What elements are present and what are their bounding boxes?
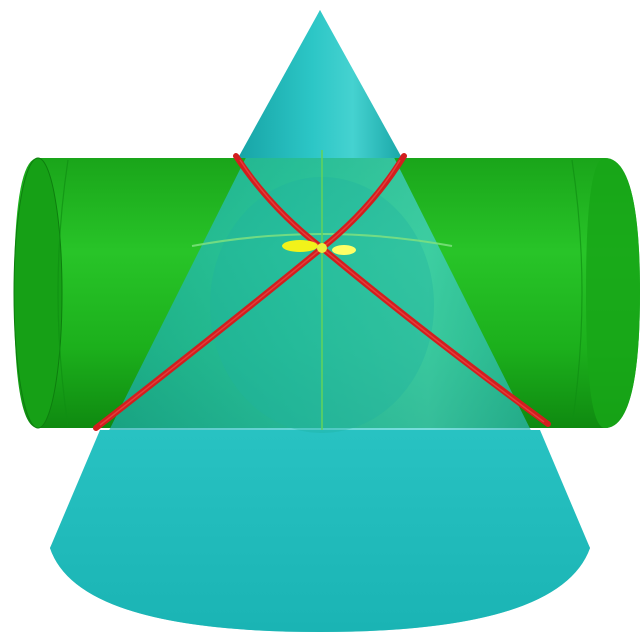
- center-highlight-left: [282, 240, 318, 252]
- cone-tip: [238, 10, 402, 158]
- cylinder-left-cap: [14, 158, 62, 428]
- center-highlight-right: [332, 245, 356, 255]
- cone-lower: [50, 430, 590, 632]
- center-highlight-dot: [317, 243, 327, 253]
- cylinder-right-edge: [586, 158, 640, 428]
